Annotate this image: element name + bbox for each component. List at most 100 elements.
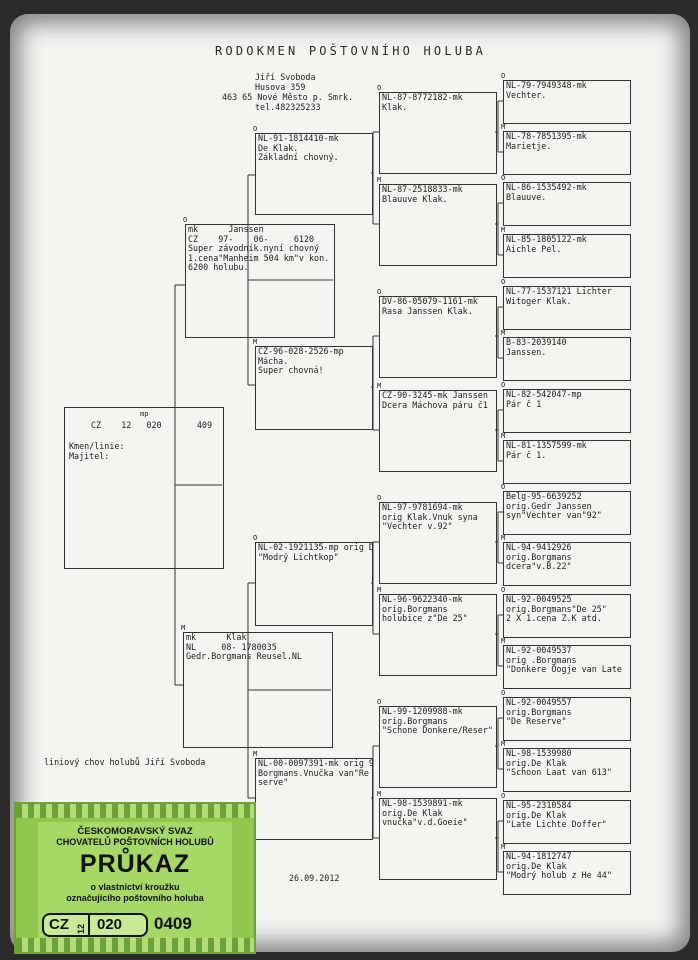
ancestor-line: Marietje. [506,140,552,151]
document-title: RODOKMEN POŠTOVNÍHO HOLUBA [215,44,487,58]
sex-marker: O [377,84,382,92]
ancestor-line: "Schoon Laat van 613" [506,767,612,778]
ancestor-line: orig.Borgmans [382,715,448,726]
ring-ownership-card: ČESKOMORAVSKÝ SVAZ CHOVATELŮ POŠTOVNÍCH … [14,802,256,954]
sex-marker: O [501,381,506,389]
ancestor-line: Blauuve. [506,191,547,202]
subject-kmen-label: Kmen/linie: [69,441,125,451]
ancestor-line: orig.De Klak [506,809,567,820]
ancestor-line: orig.Borgmans"De 25" [506,603,607,614]
ancestor-line: syn"Vechter van"92" [506,510,602,521]
sex-marker: O [253,534,258,542]
ancestor-line: orig .Borgmans [506,654,577,665]
sex-marker: M [377,790,382,798]
subject-pigeon-box: mp CZ 12 020 409 Kmen/linie: Majitel: [64,407,224,569]
sex-marker: O [501,792,506,800]
ancestor-line: CZ 97- 06- 6120 [188,233,315,244]
ancestor-line: Aichle Pel. [506,243,562,254]
card-top-border [16,804,254,818]
card-desc-line2: označujícího poštovního holuba [66,893,204,903]
ancestor-line: NL-92-0049537 [506,645,572,655]
sex-marker: O [501,483,506,491]
ancestor-line: NL-97-9781694-mk [382,502,463,512]
ancestor-line: serve" [258,777,289,788]
card-bottom-border [16,938,254,952]
sex-marker: M [501,534,506,542]
ancestor-line: Základní chovný. [258,152,339,163]
ancestor-line: Mácha. [258,355,289,366]
sex-marker: O [377,288,382,296]
ancestor-line: NL-94-1812747 [506,851,572,861]
ancestor-line: "Modrý holub z He 44" [506,870,612,881]
subject-majitel-label: Majitel: [69,451,110,461]
sex-marker: M [501,226,506,234]
sex-marker: M [253,338,258,346]
sex-marker: M [501,329,506,337]
card-desc-line1: o vlastnictví kroužku [90,882,180,892]
ring-country: CZ [49,916,69,933]
sex-marker: M [501,637,506,645]
ancestor-line: CZ-90-3245-mk Janssen [382,390,488,400]
ancestor-line: Janssen. [506,346,547,357]
ancestor-line: "Vechter v.92" [382,521,453,532]
owner-street: Husova 359 [255,82,306,92]
ancestor-line: Rasa Janssen Klak. [382,305,473,316]
sex-marker: O [377,698,382,706]
ring-number: 0409 [154,914,192,933]
sex-marker: O [183,216,188,224]
ancestor-line: NL-00-0097391-mk orig 9 [258,758,373,768]
sex-marker: O [253,125,258,133]
ancestor-line: Borgmans.Vnučka van"Re [258,767,369,778]
sex-marker: M [501,843,506,851]
ancestor-line: Super závodník.nyní chovný [188,243,320,254]
ancestor-line: 6200 holubu. [188,262,249,273]
ancestor-line: NL-91-1814410-mk [258,133,339,143]
card-title: PRŮKAZ [79,850,191,878]
grandparent-box: NL-02-1921135-mp orig D"Modrý Lichtkop" [255,542,373,626]
ancestor-line: "Donkere Oogje van Late [506,664,622,675]
print-date: 26.09.2012 [289,873,340,883]
ancestor-line: NL-77-1537121 Lichter [506,286,612,296]
ancestor-line: NL-87-8772182-mk [382,92,463,102]
ancestor-line: Belg-95-6639252 [506,491,582,501]
ancestor-line: dcera"v.B.22" [506,561,572,572]
sex-marker: O [501,174,506,182]
card-org-line1: ČESKOMORAVSKÝ SVAZ [77,826,193,837]
ancestor-line: Witoger Klak. [506,295,572,306]
ancestor-line: orig.De Klak [506,757,567,768]
owner-name: Jiří Svoboda [255,72,316,82]
ancestor-line: NL-94-9412926 [506,542,572,552]
ancestor-line: NL-92-0049525 [506,594,572,604]
ancestor-line: orig.De Klak [506,860,567,871]
sex-marker: O [501,689,506,697]
ancestor-line: NL-81-1357599-mk [506,440,587,450]
ancestor-line: Blauuve Klak. [382,193,448,204]
ancestor-line: "Schone Donkere/Reser" [382,725,493,736]
ancestor-line: NL-98-1539891-mk [382,798,463,808]
sex-marker: M [501,432,506,440]
ancestor-line: NL-86-1535492-mk [506,182,587,192]
ancestor-line: "Modrý Lichtkop" [258,551,339,562]
ancestor-line: NL-79-7949348-mk [506,80,587,90]
ancestor-line: NL-92-0049557 [506,697,572,707]
ancestor-line: "Late Lichte Doffer" [506,819,607,830]
ancestor-line: Dcera Máchova páru č1 [382,399,488,410]
ancestor-line: orig.De Klak [382,807,443,818]
sex-marker: O [501,278,506,286]
ancestor-line: NL-02-1921135-mp orig D [258,542,373,552]
